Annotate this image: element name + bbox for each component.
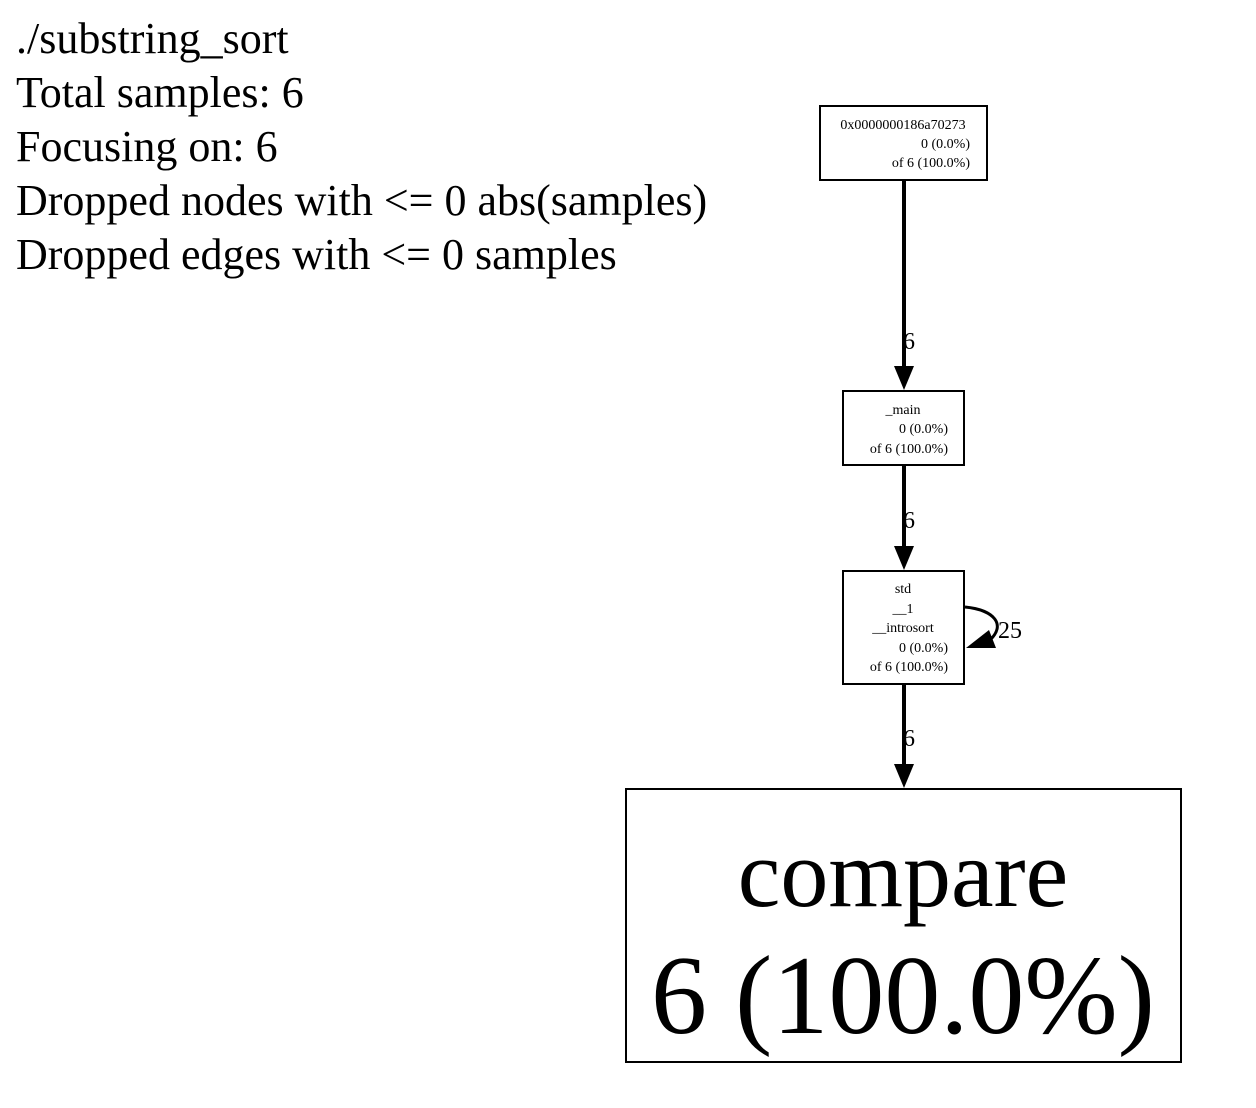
edge-root-to-main[interactable]: 6 (894, 180, 915, 390)
node-introsort-name: __introsort (871, 621, 934, 636)
dropped-nodes-label: Dropped nodes with <= 0 abs(samples) (16, 176, 708, 225)
node-root-flat: 0 (0.0%) (921, 137, 970, 152)
node-introsort-flat: 0 (0.0%) (899, 641, 948, 656)
total-samples-label: Total samples: 6 (16, 68, 304, 117)
arrowhead-icon (894, 546, 914, 570)
node-introsort-inner-ns: __1 (892, 602, 914, 617)
node-main-flat: 0 (0.0%) (899, 422, 948, 437)
edge-main-to-introsort-label: 6 (903, 508, 915, 534)
node-compare-box (625, 788, 1182, 1063)
node-introsort-ns: std (895, 582, 911, 597)
graph-header: ./substring_sort Total samples: 6 Focusi… (16, 12, 707, 282)
edge-introsort-self-label: 25 (998, 618, 1022, 644)
node-root[interactable]: 0x0000000186a70273 0 (0.0%) of 6 (100.0%… (819, 105, 988, 181)
node-main[interactable]: _main 0 (0.0%) of 6 (100.0%) (842, 390, 965, 466)
arrowhead-icon (894, 366, 914, 390)
node-root-box (819, 105, 988, 181)
arrowhead-icon (894, 764, 914, 788)
node-root-cum: of 6 (100.0%) (892, 156, 970, 171)
node-main-name: _main (885, 403, 921, 418)
edge-introsort-to-compare[interactable]: 6 (894, 684, 915, 788)
node-compare-name: compare (738, 820, 1068, 927)
focusing-on-label: Focusing on: 6 (16, 122, 278, 171)
node-introsort-cum: of 6 (100.0%) (870, 660, 948, 675)
node-compare-flat: 6 (100.0%) (651, 934, 1155, 1058)
dropped-edges-label: Dropped edges with <= 0 samples (16, 230, 617, 279)
node-root-name: 0x0000000186a70273 (840, 118, 965, 133)
edge-introsort-self-loop[interactable]: 25 (964, 605, 1022, 648)
node-introsort-box (842, 570, 965, 685)
edge-main-to-introsort[interactable]: 6 (894, 465, 915, 570)
edge-root-to-main-label: 6 (903, 329, 915, 355)
node-introsort[interactable]: std __1 __introsort 0 (0.0%) of 6 (100.0… (842, 570, 965, 685)
edge-introsort-to-compare-label: 6 (903, 726, 915, 752)
arrowhead-icon (966, 630, 996, 648)
node-main-cum: of 6 (100.0%) (870, 442, 948, 457)
program-title: ./substring_sort (16, 14, 289, 63)
node-compare[interactable]: compare 6 (100.0%) (625, 788, 1182, 1063)
